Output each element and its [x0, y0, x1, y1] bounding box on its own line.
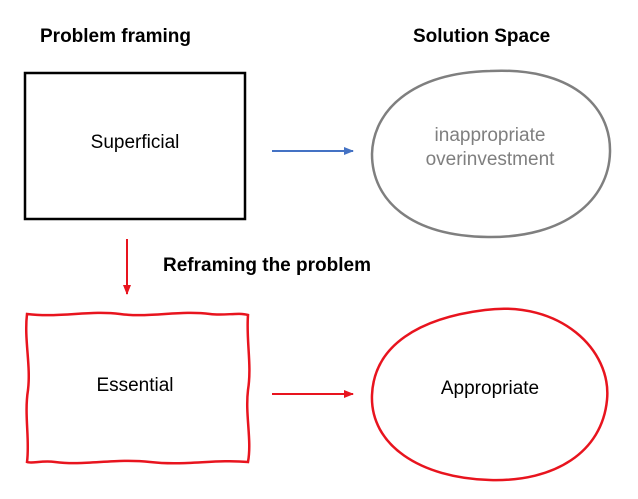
appropriate-label: Appropriate	[440, 378, 540, 399]
problem-framing-heading: Problem framing	[40, 26, 191, 47]
reframing-heading: Reframing the problem	[163, 255, 371, 276]
essential-label: Essential	[96, 375, 174, 396]
essential-box	[25, 311, 251, 465]
inappropriate-label-line1: inappropriate	[434, 125, 546, 146]
superficial-box	[23, 71, 247, 221]
inappropriate-label: inappropriate overinvestment	[372, 124, 608, 172]
inappropriate-ellipse	[370, 69, 612, 239]
inappropriate-label-line2: overinvestment	[425, 149, 555, 170]
appropriate-ellipse	[370, 307, 609, 482]
superficial-label: Superficial	[90, 132, 180, 153]
solution-space-heading: Solution Space	[413, 26, 551, 47]
